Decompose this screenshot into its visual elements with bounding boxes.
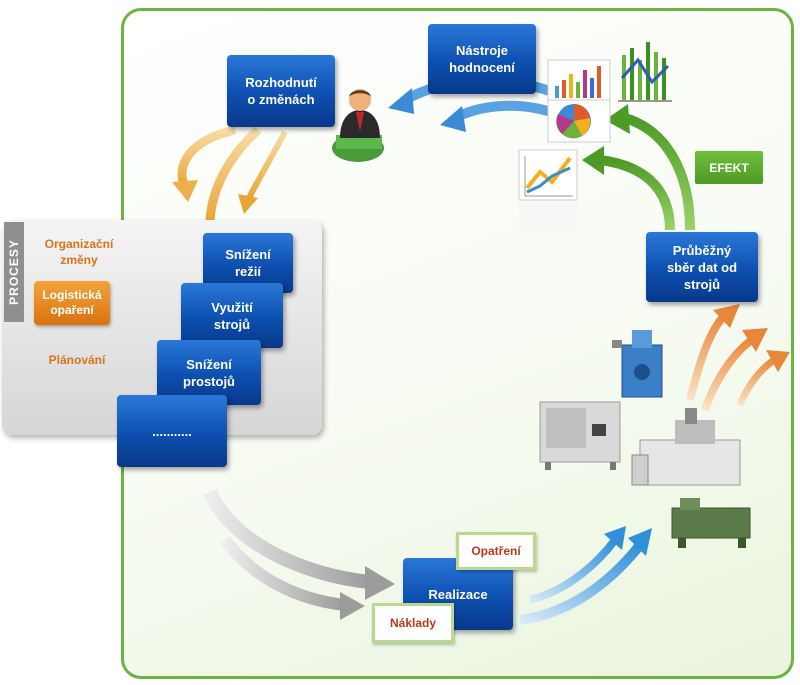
costs-label: Náklady — [372, 603, 454, 643]
bar-chart-icon — [547, 59, 611, 101]
downtime-reduction-box: Snížení prostojů — [157, 340, 261, 405]
line-chart-icon — [518, 149, 578, 232]
arrow-processes-to-realization — [203, 489, 395, 620]
logistics-box: Logistická opaření — [34, 281, 110, 325]
green-column-chart-icon — [618, 42, 672, 102]
machine-utilization-box: Využití strojů — [181, 283, 283, 348]
pie-chart-icon — [547, 99, 611, 143]
manager-icon — [332, 89, 384, 162]
evaluation-tools-box: Nástroje hodnocení — [428, 24, 536, 94]
measures-label: Opatření — [456, 532, 536, 570]
arrow-realization-to-machines — [519, 526, 652, 625]
machine-cnc-icon — [631, 408, 741, 486]
processes-tab: PROCESY — [4, 222, 24, 322]
arrow-collection-to-tools — [582, 104, 695, 231]
effect-label: EFEKT — [695, 151, 763, 184]
machine-mill-icon — [612, 330, 663, 398]
decision-box: Rozhodnutí o změnách — [227, 55, 335, 127]
arrow-machines-to-collection — [686, 304, 790, 412]
planning-label: Plánování — [48, 353, 106, 367]
machine-chamber-icon — [539, 401, 621, 470]
data-collection-box: Průběžný sběr dat od strojů — [646, 232, 758, 302]
org-change-label: Organizační změny — [44, 237, 114, 267]
machine-lathe-icon — [671, 498, 751, 548]
more-box: ........... — [117, 395, 227, 467]
